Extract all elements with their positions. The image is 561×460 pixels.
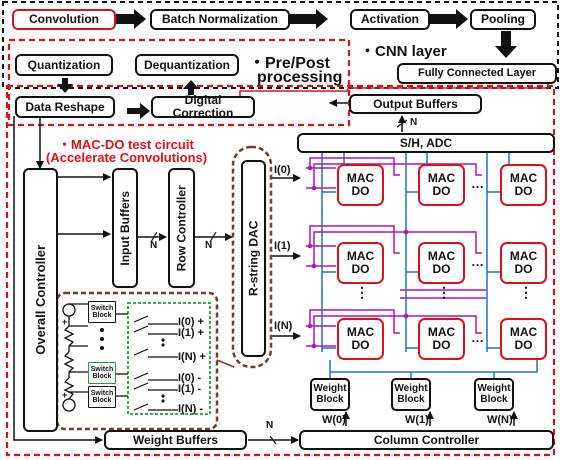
weight-buffers-box: Weight Buffers (104, 430, 247, 450)
weight-bus-width: N (266, 420, 274, 431)
column-weight-1: W(1) (405, 414, 429, 426)
rstring-dac-label: R-string DAC (246, 220, 261, 297)
mac-do-cell: MAC DO (337, 164, 384, 206)
rstring-dac-box: R-string DAC (241, 160, 266, 357)
cnn-layer-label: ・CNN layer (360, 43, 447, 60)
macdo-title-line1: ・MAC-DO test circuit (58, 137, 194, 152)
sh-adc-box: S/H, ADC (297, 133, 555, 153)
rstring-schematic (62, 303, 128, 412)
mac-do-cell: MAC DO (337, 242, 384, 284)
cnn-layer-region (2, 1, 559, 89)
data-reshape-box: Data Reshape (15, 96, 115, 118)
mac-do-cell: MAC DO (418, 164, 465, 206)
activation-box: Activation (350, 9, 430, 30)
output-bus-width: N (410, 117, 418, 128)
row-vdots: ⋮ (355, 284, 369, 300)
dac-output-label: I(1) + (178, 327, 204, 339)
word-lines (306, 157, 486, 347)
prepost-label-line1: ・Pre/Post (249, 55, 330, 72)
dac-output-label: I(N) + (178, 351, 206, 363)
quantization-box: Quantization (15, 54, 113, 76)
prepost-arrows (57, 78, 199, 119)
overall-controller-box: Overall Controller (23, 168, 58, 432)
pipeline-arrows (116, 9, 517, 58)
dequantization-box: Dequantization (135, 54, 239, 76)
dac-output-label: I(0) + (178, 316, 204, 328)
mac-do-cell: MAC DO (418, 318, 465, 360)
convolution-box: Convolution (12, 9, 116, 30)
mac-do-cell: MAC DO (500, 318, 547, 360)
row-input-0: I(0) (274, 164, 291, 176)
overall-controller-label: Overall Controller (32, 245, 48, 355)
dac-output-label: I(N) - (178, 403, 204, 415)
switch-block: Switch Block (88, 386, 116, 408)
input-bus-width: N (150, 240, 158, 251)
digital-correction-box: Digital Correction (151, 94, 255, 119)
row-input-n: I(N) (274, 320, 293, 332)
weight-block: Weight Block (474, 378, 514, 411)
column-weight-0: W(0) (322, 414, 346, 426)
column-controller-box: Column Controller (299, 430, 554, 450)
weight-block: Weight Block (391, 378, 431, 411)
svg-text:+: + (62, 390, 67, 400)
prepost-label-line2: processing (257, 69, 343, 86)
row-vdots: ⋮ (437, 284, 451, 300)
row-vdots: ⋮ (519, 284, 533, 300)
row-bus-width: N (205, 240, 213, 251)
row-input-1: I(1) (274, 240, 291, 252)
input-buffers-label: Input Buffers (117, 190, 132, 266)
macdo-title-line2: (Accelerate Convolutions) (46, 150, 208, 165)
prepost-region (7, 38, 351, 127)
mac-do-cell: MAC DO (418, 242, 465, 284)
column-weight-n: W(N) (487, 414, 513, 426)
switch-block: Switch Block (88, 362, 116, 384)
mac-do-cell: MAC DO (500, 164, 547, 206)
dac-output-label: I(0) - (178, 372, 202, 384)
mac-do-cell: MAC DO (500, 242, 547, 284)
mac-do-cell: MAC DO (337, 318, 384, 360)
column-ellipsis: … (471, 254, 484, 269)
output-buffers-box: Output Buffers (349, 94, 482, 114)
row-controller-box: Row Controller (168, 168, 195, 288)
weight-block: Weight Block (310, 378, 350, 411)
switch-block: Switch Block (88, 301, 116, 323)
input-buffers-box: Input Buffers (112, 168, 138, 288)
column-ellipsis: … (471, 176, 484, 191)
pooling-box: Pooling (470, 9, 536, 30)
row-controller-label: Row Controller (174, 185, 189, 271)
column-ellipsis: … (471, 330, 484, 345)
dac-output-label: I(1) - (178, 383, 202, 395)
batch-normalization-box: Batch Normalization (150, 9, 290, 30)
fully-connected-box: Fully Connected Layer (397, 63, 557, 84)
svg-text:+: + (62, 317, 67, 327)
macdo-region (5, 84, 556, 457)
